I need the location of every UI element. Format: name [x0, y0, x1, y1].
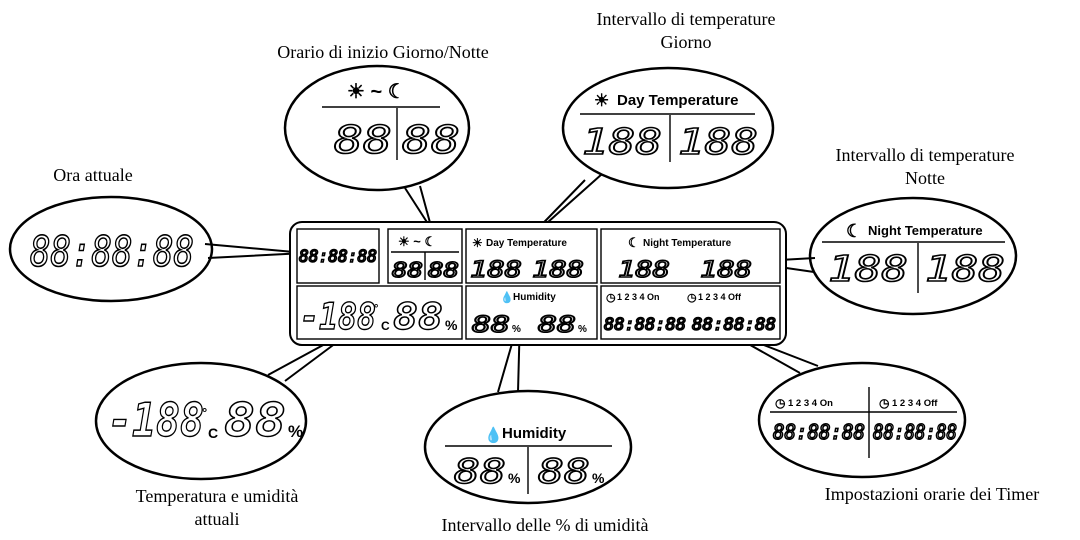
bubble-humidity-label: Humidity	[502, 425, 567, 442]
bubble-night-temp-b: 188	[925, 249, 1005, 290]
bubble-timer-on: 88:88:88	[773, 420, 865, 444]
caption-day-night-start: Orario di inizio Giorno/Notte	[277, 42, 488, 62]
panel-timer-off: 88:88:88	[692, 315, 776, 335]
panel-celsius-sub: C	[381, 319, 390, 333]
panel-timer-off-label: 1 2 3 4 Off	[698, 292, 742, 302]
panel-timer-on: 88:88:88	[604, 315, 686, 335]
bubble-current-time: 88:88:88	[30, 227, 194, 276]
bubble-celsius-sign: °	[202, 405, 207, 420]
panel-current-temp: -188	[300, 297, 376, 338]
caption-night-temp-1: Intervallo di temperature	[836, 145, 1015, 165]
bubble-night-temp-label: Night Temperature	[868, 223, 983, 238]
panel-day-temp-b: 188	[532, 258, 584, 283]
panel-clock: 88:88:88	[299, 247, 377, 267]
caption-humidity-range: Intervallo delle % di umidità	[442, 515, 649, 535]
bubble-moon-icon: ☾	[846, 221, 862, 241]
panel-day-night-b: 88	[428, 258, 459, 282]
caption-day-temp-1: Intervallo di temperature	[597, 9, 776, 29]
caption-current-temp-hum-1: Temperatura e umidità	[136, 486, 299, 506]
bubble-drop-icon: 💧	[484, 426, 503, 444]
bubble-timer-off: 88:88:88	[873, 420, 957, 444]
caption-current-time: Ora attuale	[53, 165, 132, 185]
panel-sun-icon: ☀	[472, 236, 483, 250]
panel-day-temp-label: Day Temperature	[486, 238, 567, 249]
panel-night-temp-b: 188	[700, 258, 752, 283]
bubble-hum-b: 88	[538, 452, 590, 492]
bubble-hum-b-percent: %	[592, 470, 605, 486]
panel-current-hum-percent: %	[445, 317, 458, 333]
bubble-current-temp: -188	[108, 393, 204, 447]
bubble-clock-icon-off: ◷	[879, 396, 890, 410]
bubble-day-night-b: 88	[402, 118, 460, 162]
panel-day-temp-a: 188	[470, 258, 522, 283]
bubble-day-night-a: 88	[334, 118, 392, 162]
bubble-current-hum-percent: %	[288, 422, 303, 441]
caption-current-temp-hum-2: attuali	[195, 509, 240, 529]
night-temp-bubble	[808, 196, 1018, 316]
panel-clock-icon-off: ◷	[687, 292, 697, 304]
bubble-day-temp-a: 188	[582, 122, 662, 163]
panel-night-temp-a: 188	[618, 258, 670, 283]
panel-current-hum: 88	[393, 297, 443, 338]
caption-timer-settings: Impostazioni orarie dei Timer	[825, 484, 1039, 504]
bubble-sun-moon: ☀ ~ ☾	[347, 81, 406, 103]
bubble-hum-a-percent: %	[508, 470, 521, 486]
bubble-clock-icon-on: ◷	[775, 396, 786, 410]
panel-celsius-sign: °	[374, 303, 378, 315]
panel-humidity-label: Humidity	[513, 292, 556, 303]
bubble-celsius-sub: C	[208, 425, 218, 441]
bubble-sun-icon: ☀	[594, 91, 609, 110]
bubble-current-hum: 88	[224, 393, 286, 447]
panel-night-temp-label: Night Temperature	[643, 238, 732, 249]
bubble-day-temp-label: Day Temperature	[617, 92, 738, 109]
current-temp-hum-bubble	[94, 361, 308, 481]
bubble-timer-on-label: 1 2 3 4 On	[788, 398, 833, 409]
bubble-timer-off-label: 1 2 3 4 Off	[892, 398, 938, 409]
panel-timer-on-label: 1 2 3 4 On	[617, 292, 660, 302]
caption-day-temp-2: Giorno	[661, 32, 712, 52]
caption-night-temp-2: Notte	[905, 168, 945, 188]
current-time-bubble	[8, 195, 214, 303]
panel-day-night-a: 88	[392, 258, 423, 282]
bubble-night-temp-a: 188	[828, 249, 908, 290]
panel-clock-icon-on: ◷	[606, 292, 616, 304]
bubble-day-temp-b: 188	[678, 122, 758, 163]
panel-hum-a: 88	[472, 313, 510, 338]
timer-bubble	[757, 361, 967, 479]
panel-moon-icon: ☾	[628, 235, 640, 250]
panel-hum-b-percent: %	[578, 324, 587, 335]
day-night-bubble	[283, 64, 471, 192]
bubble-hum-a: 88	[454, 452, 506, 492]
panel-drop-icon: 💧	[500, 291, 514, 304]
panel-hum-b: 88	[538, 313, 576, 338]
panel-hum-a-percent: %	[512, 324, 521, 335]
day-temp-bubble	[561, 66, 775, 190]
panel-sun-moon: ☀ ~ ☾	[398, 234, 436, 249]
